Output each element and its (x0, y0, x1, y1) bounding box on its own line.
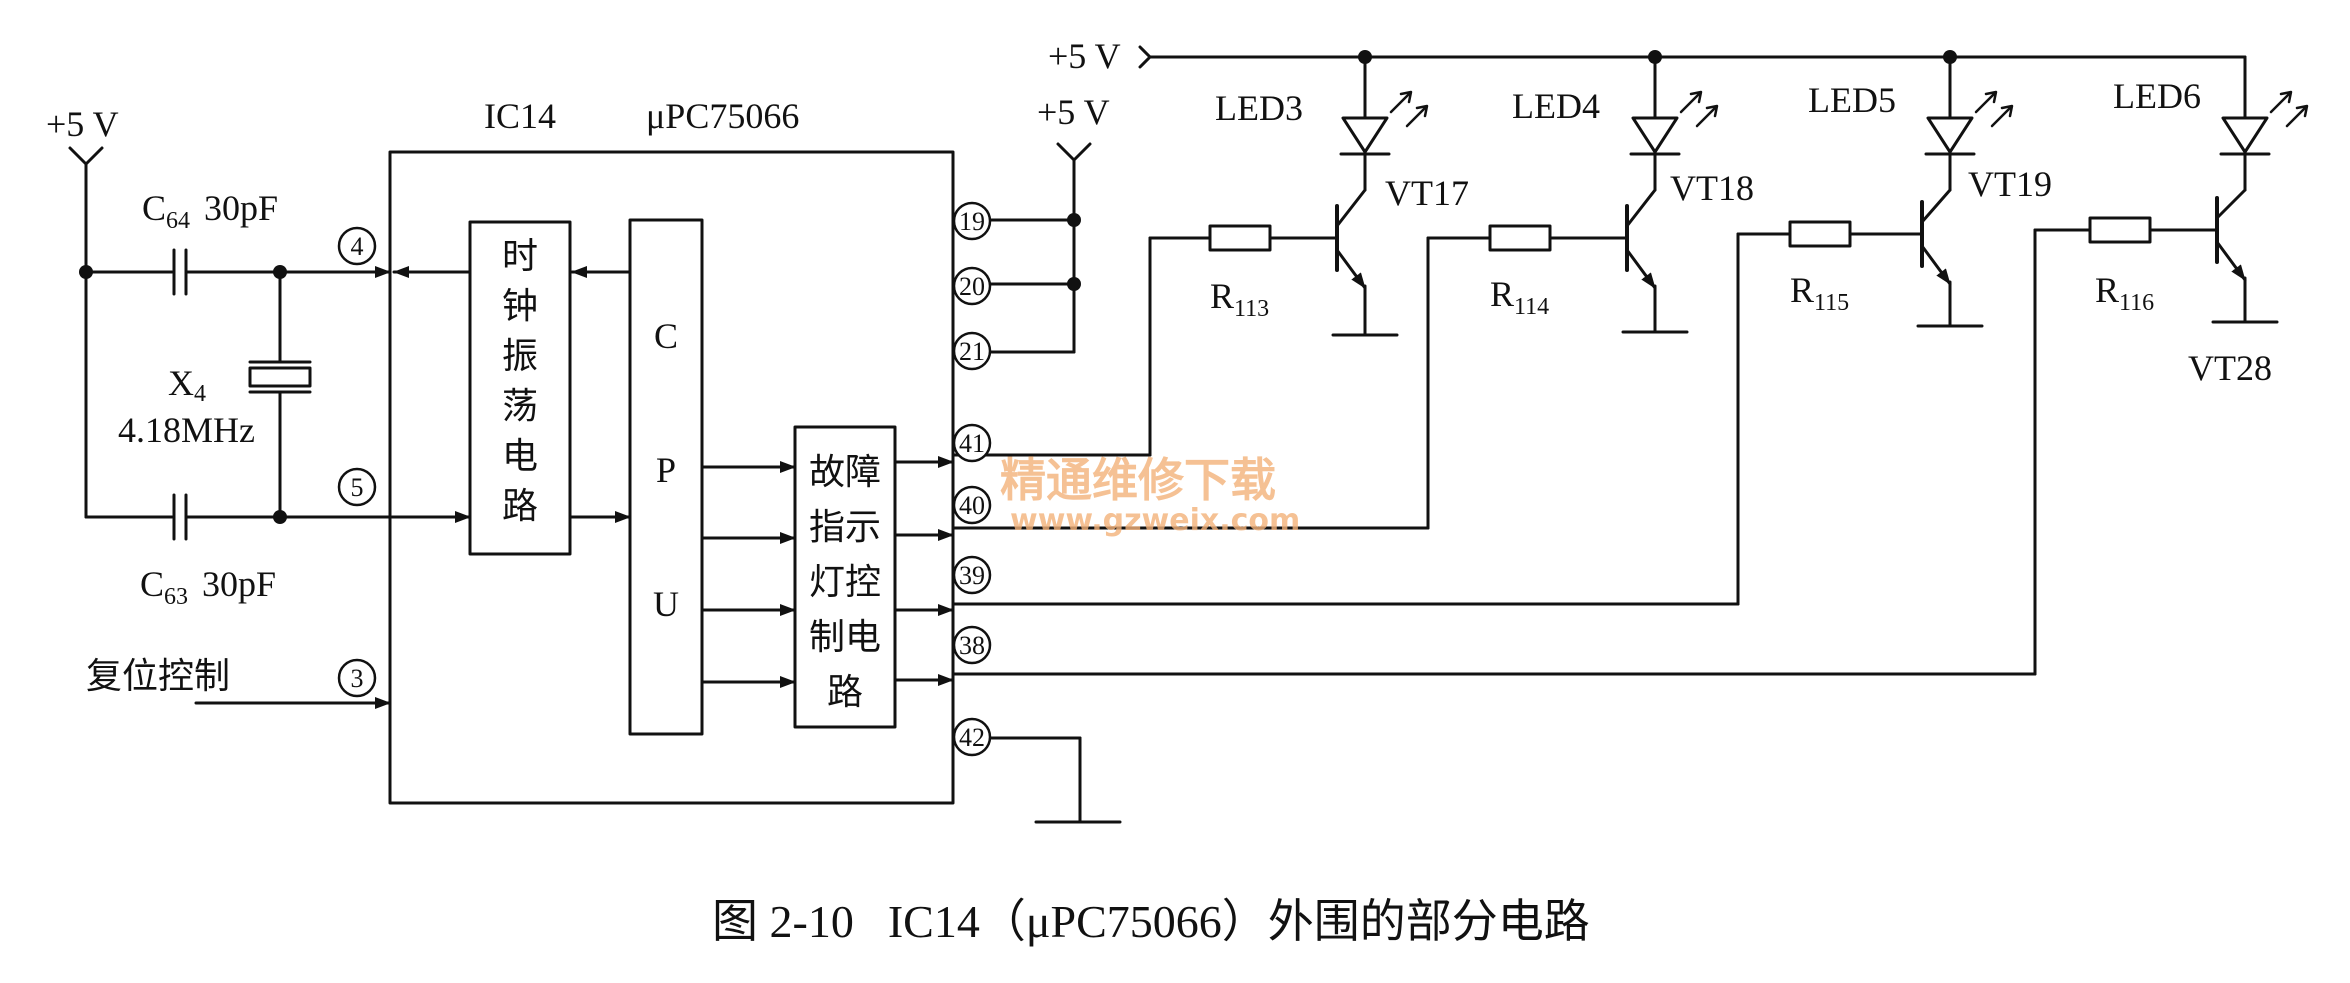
resistor (1208, 224, 1272, 252)
pin-38-label: 38 (959, 631, 985, 660)
x4-frequency: 4.18MHz (118, 410, 255, 450)
watermark-url: www.gzweix.com (1010, 503, 1300, 538)
led-diode (1924, 90, 2014, 156)
clock-block-char: 钟 (502, 286, 538, 327)
left-supply-label: +5 V (46, 104, 119, 144)
led-label: LED5 (1808, 80, 1896, 120)
watermark-text: 精通维修下载 (1000, 453, 1276, 507)
npn-transistor (1621, 188, 1689, 334)
left-supply-symbol (68, 146, 104, 166)
led-driver-stage (1208, 55, 1429, 337)
clock-block-char: 时 (502, 236, 538, 277)
npn-transistor (2211, 188, 2279, 324)
resistor-label: R113 (1210, 276, 1269, 322)
ic-ref-label: IC14 (484, 96, 556, 136)
led-diode (1629, 90, 1719, 156)
pin-20-label: 20 (959, 272, 985, 301)
clock-block-char: 荡 (502, 386, 538, 427)
resistor-label: R115 (1790, 270, 1849, 316)
ic14-box (388, 150, 955, 805)
resistor (1488, 224, 1552, 252)
clock-block-char: 路 (502, 486, 538, 527)
fault-block-line: 路 (827, 672, 863, 713)
x4-label: X4 (168, 363, 206, 407)
pin-circles (337, 201, 992, 757)
pin-40-label: 40 (959, 491, 985, 520)
resistor (2088, 216, 2152, 244)
cpu-block-char: P (656, 450, 676, 490)
pin-42-label: 42 (959, 723, 985, 752)
capacitor-c64 (172, 248, 188, 296)
led-driver-stage (1488, 55, 1719, 334)
transistor-label: VT28 (2188, 348, 2272, 388)
crystal-x4 (248, 360, 312, 394)
capacitor-c63 (172, 493, 188, 541)
reset-control-label: 复位控制 (86, 656, 230, 697)
transistor-label: VT19 (1968, 164, 2052, 204)
fault-block-line: 灯控 (809, 562, 881, 603)
led-diode (2219, 90, 2309, 156)
pin-3-label: 3 (351, 664, 364, 693)
clock-block-char: 电 (502, 436, 538, 477)
pin-39-label: 39 (959, 561, 985, 590)
led-driver-stage (2088, 55, 2309, 324)
cpu-block-char: U (653, 584, 679, 624)
led-label: LED4 (1512, 86, 1600, 126)
led-driver-stage (1788, 55, 2014, 328)
cpu-block-char: C (654, 316, 678, 356)
clock-oscillator-block (468, 220, 572, 556)
led-label: LED3 (1215, 88, 1303, 128)
ic-part-label: μPC75066 (646, 96, 799, 136)
junction-dots (79, 50, 1957, 524)
transistor-label: VT17 (1385, 173, 1469, 213)
pin-21-label: 21 (959, 337, 985, 366)
npn-transistor (1916, 188, 1984, 328)
mid-supply-symbol (1056, 142, 1092, 162)
cpu-block (628, 218, 704, 736)
transistor-label: VT18 (1670, 168, 1754, 208)
pin-19-label: 19 (959, 207, 985, 236)
led-label: LED6 (2113, 76, 2201, 116)
fault-indicator-block (793, 425, 897, 729)
resistor-label: R116 (2095, 270, 2154, 316)
fault-block-line: 指示 (809, 507, 881, 548)
resistor (1788, 220, 1852, 248)
top-supply-label: +5 V (1048, 36, 1121, 76)
fault-block-line: 故障 (809, 452, 881, 493)
pin-4-label: 4 (351, 232, 364, 261)
fault-block-line: 制电 (809, 617, 881, 658)
mid-supply-label: +5 V (1037, 92, 1110, 132)
cpu-block-text: C P U (653, 316, 679, 624)
pin-41-label: 41 (959, 429, 985, 458)
clock-block-char: 振 (502, 336, 538, 377)
led-diode (1339, 90, 1429, 156)
pin-5-label: 5 (351, 473, 364, 502)
resistor-label: R114 (1490, 274, 1549, 320)
npn-transistor (1331, 188, 1399, 337)
